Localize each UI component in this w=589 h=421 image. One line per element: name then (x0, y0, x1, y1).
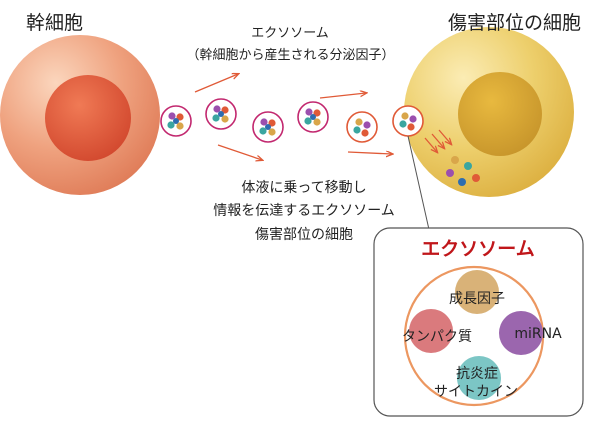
cargo-cytokine-label: サイトカイン (434, 384, 518, 400)
flow-arrow (347, 152, 392, 154)
uptake-arrows (424, 129, 451, 152)
released-cargo (446, 156, 480, 186)
cargo-growth-factor-label: 成長因子 (449, 291, 505, 307)
exosome-particle (297, 101, 329, 133)
protein-blob (409, 309, 453, 353)
flow-caption-line2: 情報を伝達するエクソソーム (213, 203, 395, 219)
exosome-particle (252, 111, 284, 143)
exosome-particle (392, 105, 424, 137)
exosome-membrane (403, 265, 545, 407)
cargo-mirna-label: miRNA (514, 326, 562, 342)
target-cell-nucleus (458, 72, 542, 156)
cytokine-blob (457, 356, 501, 400)
exosome-sublabel: （幹細胞から産生される分泌因子） (186, 48, 395, 63)
flow-caption-line3: 傷害部位の細胞 (255, 227, 353, 243)
cargo-anti-inflammatory-label: 抗炎症 (456, 366, 498, 382)
exosome-particle (160, 105, 192, 137)
flow-arrow (319, 93, 366, 99)
panel-title: エクソソーム (421, 238, 535, 260)
target-cell-label: 傷害部位の細胞 (448, 12, 582, 34)
flow-caption-line1: 体液に乗って移動し (241, 180, 367, 196)
flow-arrow (194, 74, 238, 93)
stem-cell-nucleus (45, 75, 131, 161)
exosome-label: エクソソーム (251, 26, 329, 41)
exosome-particle (205, 98, 237, 130)
cargo-protein-label: タンパク質 (402, 329, 472, 345)
flow-arrow (217, 144, 262, 160)
callout-pointer (407, 135, 431, 235)
stem-cell-label: 幹細胞 (26, 12, 84, 34)
exosome-particle (346, 111, 378, 143)
growth-factor-blob (455, 270, 499, 314)
mirna-blob (499, 311, 543, 355)
